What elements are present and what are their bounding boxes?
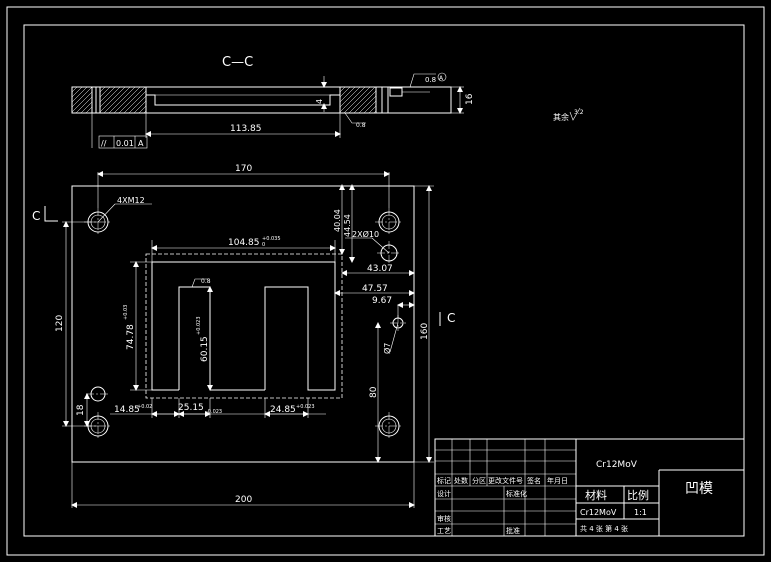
dim-74-tol: +0.03 (123, 305, 129, 320)
roughness-top: 0.8 (425, 76, 436, 84)
tb-material-label: 材料 (585, 488, 607, 502)
tb-material-value: Cr12MoV (580, 508, 617, 517)
hdr-sign: 签名 (527, 476, 541, 485)
remaining-finish-note: 其余 3.2 (553, 107, 584, 122)
tb-design: 设计 (437, 489, 451, 498)
datum-a: A (439, 75, 444, 82)
tb-drawing-name: 凹模 (685, 481, 713, 497)
dim-24-tol: +0.023 (296, 404, 315, 410)
tb-scale-label: 比例 (627, 488, 649, 502)
plate-outline (71, 185, 415, 463)
hdr-count: 处数 (454, 476, 468, 485)
dim-60: 60.15 (200, 336, 210, 362)
thread-hole-br (375, 412, 403, 440)
tb-material-top: Cr12MoV (596, 460, 638, 470)
title-block: 标记 处数 分区 更改文件号 签名 年月日 设计 标准化 审核 工艺 批准 Cr… (434, 438, 745, 537)
plan-view: C C 200 170 160 120 18 80 (32, 164, 455, 508)
section-mark-right: C (447, 311, 455, 325)
outer-frame (6, 6, 765, 556)
section-title: C—C (222, 55, 253, 70)
dim-18: 18 (76, 404, 86, 416)
roughness-mid: 0.8 (356, 122, 366, 129)
tol-datum: A (138, 139, 144, 148)
dim-104-tol: +0.035 (262, 236, 281, 242)
dim-25: 25.15 (178, 403, 204, 413)
dim-9: 9.67 (372, 296, 392, 306)
tb-approve: 批准 (506, 526, 520, 535)
tol-symbol: // (101, 139, 107, 148)
cavity-outline (145, 253, 343, 399)
tb-review: 审核 (437, 514, 451, 523)
dim-47: 47.57 (362, 284, 388, 294)
dim-4: 4 (315, 99, 324, 104)
dim-43: 43.07 (367, 264, 393, 274)
thread-callout: 4XM12 (117, 196, 145, 205)
inner-roughness: 0.8 (201, 278, 211, 285)
dim-200: 200 (235, 495, 252, 505)
hdr-date: 年月日 (547, 476, 568, 485)
inner-frame (23, 24, 745, 537)
hdr-zone: 分区 (472, 476, 486, 485)
dim-160: 160 (420, 323, 430, 340)
dim-40: 40.04 (333, 209, 342, 232)
dim-24: 24.85 (270, 405, 296, 415)
dim-80: 80 (369, 386, 379, 398)
tb-scale-value: 1:1 (634, 508, 647, 517)
thread-hole-tr (375, 208, 403, 236)
tol-value: 0.01 (116, 139, 134, 148)
thread-hole-bl (84, 412, 112, 440)
section-view: C—C 113.85 16 4 (71, 55, 475, 149)
dim-104: 104.85 (228, 238, 260, 248)
pin-callout: 2XØ10 (352, 229, 379, 239)
dim-60-tol: +0.023 (196, 316, 202, 335)
section-mark-left: C (32, 209, 40, 223)
tb-process: 工艺 (437, 527, 451, 535)
dim-16: 16 (465, 93, 475, 105)
tb-sheet-info: 共 4 张 第 4 张 (580, 524, 628, 533)
remaining-finish-value: 3.2 (574, 109, 584, 116)
dim-170: 170 (235, 164, 252, 174)
dim-120: 120 (55, 315, 65, 332)
hdr-change: 更改文件号 (488, 476, 523, 485)
remaining-finish-label: 其余 (553, 112, 569, 122)
tb-standard: 标准化 (506, 489, 527, 498)
dim-44: 44.54 (343, 214, 352, 237)
dim-104-tol2: 0 (262, 242, 265, 248)
hdr-mark: 标记 (437, 476, 451, 485)
dim-113: 113.85 (230, 124, 262, 134)
small-hole-callout: Ø7 (382, 343, 392, 354)
pin-hole-1 (86, 386, 110, 402)
dim-14-tol: +0.02 (137, 404, 152, 410)
dim-74: 74.78 (126, 324, 136, 350)
dim-14: 14.85 (114, 405, 140, 415)
dim-25-tol: -0.023 (206, 409, 222, 415)
